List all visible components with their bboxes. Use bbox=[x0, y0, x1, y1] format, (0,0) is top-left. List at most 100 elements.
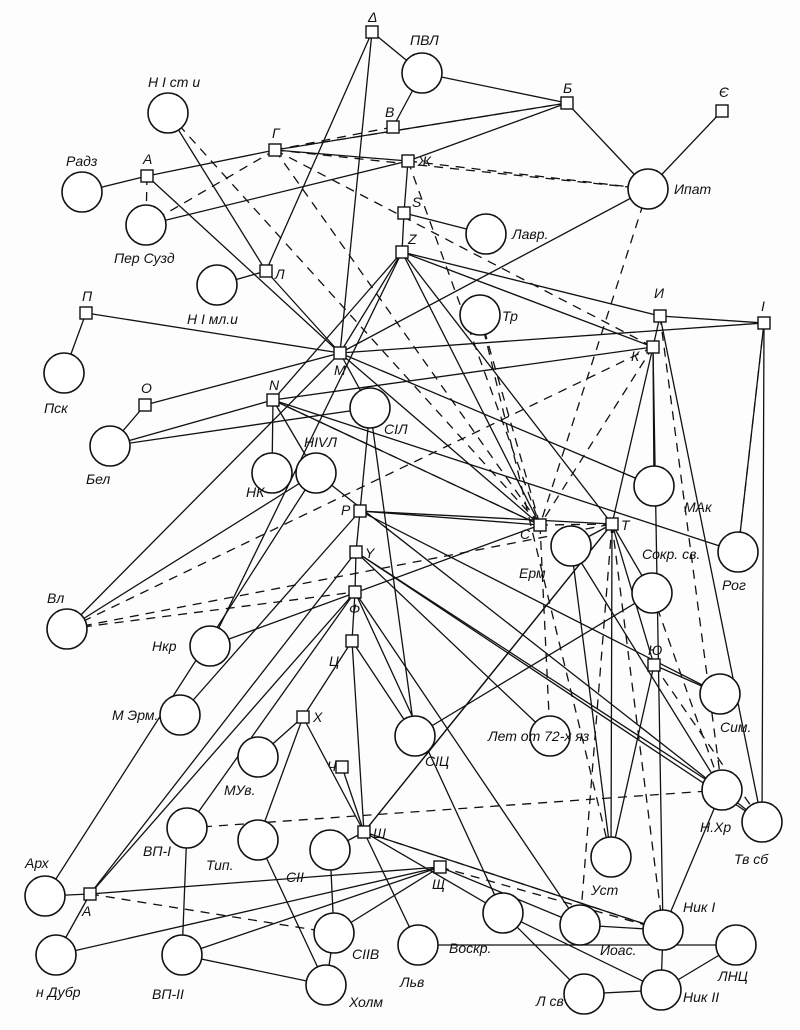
node-label: МАк bbox=[684, 499, 713, 515]
node-label: Холм bbox=[348, 994, 383, 1010]
dashed-edge-K-Vl bbox=[66, 346, 654, 630]
circle-node-shape bbox=[89, 425, 131, 467]
circle-node-shape bbox=[147, 92, 189, 134]
node-label: Ж bbox=[417, 153, 432, 169]
circle-node-shape bbox=[633, 465, 675, 507]
node-label: Лавр. bbox=[511, 226, 548, 242]
square-node-shape bbox=[715, 104, 729, 118]
node-label: Υ bbox=[365, 545, 376, 561]
hyparchetype-node-V: В bbox=[385, 104, 400, 134]
circle-node-shape bbox=[125, 204, 167, 246]
manuscript-node-VP1: ВП-I bbox=[143, 807, 208, 859]
square-node-shape bbox=[533, 518, 547, 532]
manuscript-node-Lvov: Льв bbox=[397, 924, 439, 990]
node-label: N bbox=[269, 377, 280, 393]
node-label: ЛНЦ bbox=[717, 968, 748, 984]
square-node-shape bbox=[268, 143, 282, 157]
manuscript-node-S2: СII bbox=[286, 829, 351, 885]
edge-T-Ust bbox=[610, 523, 613, 858]
hyparchetype-node-F: Ф bbox=[348, 585, 362, 617]
circle-node-shape bbox=[701, 769, 743, 811]
node-label: Х bbox=[312, 709, 323, 725]
hyparchetype-node-Shch: Щ bbox=[432, 860, 447, 892]
node-label: ВП-II bbox=[152, 986, 184, 1002]
edges-layer bbox=[44, 31, 765, 995]
circle-node-shape bbox=[465, 213, 507, 255]
node-label: ВП-I bbox=[143, 843, 171, 859]
manuscript-node-Erm: Ерм bbox=[519, 525, 592, 581]
square-node-shape bbox=[345, 634, 359, 648]
node-label: О bbox=[141, 380, 152, 396]
square-node-shape bbox=[646, 340, 660, 354]
manuscript-node-Tip: Тип. bbox=[206, 819, 279, 873]
dashed-edge-Tr-Ust bbox=[479, 314, 612, 858]
node-label: Пер Сузд bbox=[114, 250, 175, 266]
edge-L-M bbox=[265, 270, 341, 354]
node-label: Ц bbox=[329, 653, 339, 669]
edge-N-Bel bbox=[109, 399, 274, 447]
manuscript-node-MUv: МУв. bbox=[224, 736, 279, 798]
circle-node-shape bbox=[305, 964, 347, 1006]
dashed-edge-Tr-C bbox=[479, 314, 541, 526]
circle-node-shape bbox=[741, 801, 783, 843]
edge-Zh-S bbox=[403, 160, 409, 214]
edge-Z-Nkr bbox=[209, 251, 403, 647]
edge-delta-L bbox=[265, 31, 373, 272]
circle-node-shape bbox=[196, 264, 238, 306]
hyparchetype-node-M: М bbox=[333, 346, 347, 378]
edge-M-C bbox=[339, 352, 541, 526]
square-node-shape bbox=[397, 206, 411, 220]
node-label: К bbox=[631, 348, 640, 364]
circle-node-shape bbox=[631, 572, 673, 614]
edge-Kholm-VP2 bbox=[181, 954, 327, 986]
square-node-shape bbox=[140, 169, 154, 183]
node-label: И bbox=[654, 285, 665, 301]
square-node-shape bbox=[296, 710, 310, 724]
circle-node-shape bbox=[559, 904, 601, 946]
node-label: Сим. bbox=[720, 719, 751, 735]
node-label: ПВЛ bbox=[410, 32, 439, 48]
edge-I-Ii bbox=[659, 315, 765, 324]
edge-F-Ioas bbox=[354, 591, 581, 926]
hyparchetype-node-N: N bbox=[266, 377, 280, 407]
edge-A1-M bbox=[146, 175, 341, 354]
manuscript-node-Sokr: Сокр. св. bbox=[631, 546, 700, 614]
edge-PVL-B bbox=[421, 72, 568, 104]
circle-node-shape bbox=[394, 715, 436, 757]
node-label: Ю bbox=[648, 642, 662, 658]
dashed-edge-C-Let72 bbox=[539, 524, 551, 737]
node-label: Ипат bbox=[674, 181, 712, 197]
node-label: В bbox=[385, 104, 394, 120]
dashed-edge-V-G bbox=[274, 126, 394, 151]
edge-Shch-VP2 bbox=[181, 866, 441, 956]
square-node-shape bbox=[333, 346, 347, 360]
node-label: Т bbox=[621, 517, 631, 533]
edge-P-M bbox=[85, 312, 341, 354]
edge-PerSuzd-Zh bbox=[145, 160, 409, 226]
circle-node-shape bbox=[715, 924, 757, 966]
manuscript-node-Kholm: Холм bbox=[305, 964, 383, 1010]
manuscript-node-Ipat: Ипат bbox=[627, 168, 712, 210]
edge-Yu-Ust bbox=[610, 664, 655, 858]
node-label: Нкр bbox=[152, 638, 177, 654]
hyparchetype-node-R: Р bbox=[341, 502, 367, 518]
edge-Sokr-S1Ts bbox=[414, 592, 653, 737]
edge-N1st-L bbox=[167, 112, 267, 272]
manuscript-node-NK: НК bbox=[246, 452, 293, 500]
node-label: Тр bbox=[502, 308, 518, 324]
square-node-shape bbox=[259, 264, 273, 278]
node-label: СIIВ bbox=[352, 946, 379, 962]
manuscript-node-Bel: Бел bbox=[86, 425, 131, 487]
hyparchetype-node-Ts: Ц bbox=[329, 634, 359, 669]
node-label: Н I мл.и bbox=[187, 311, 238, 327]
edge-F-VP1 bbox=[186, 591, 356, 829]
circle-node-shape bbox=[550, 525, 592, 567]
edge-N-Rog bbox=[272, 399, 739, 553]
dashed-edge-G-C bbox=[274, 149, 541, 526]
manuscript-node-Lsv: Л св bbox=[535, 973, 605, 1015]
node-label: Δ bbox=[367, 9, 377, 25]
square-node-shape bbox=[335, 760, 349, 774]
square-node-shape bbox=[395, 245, 409, 259]
